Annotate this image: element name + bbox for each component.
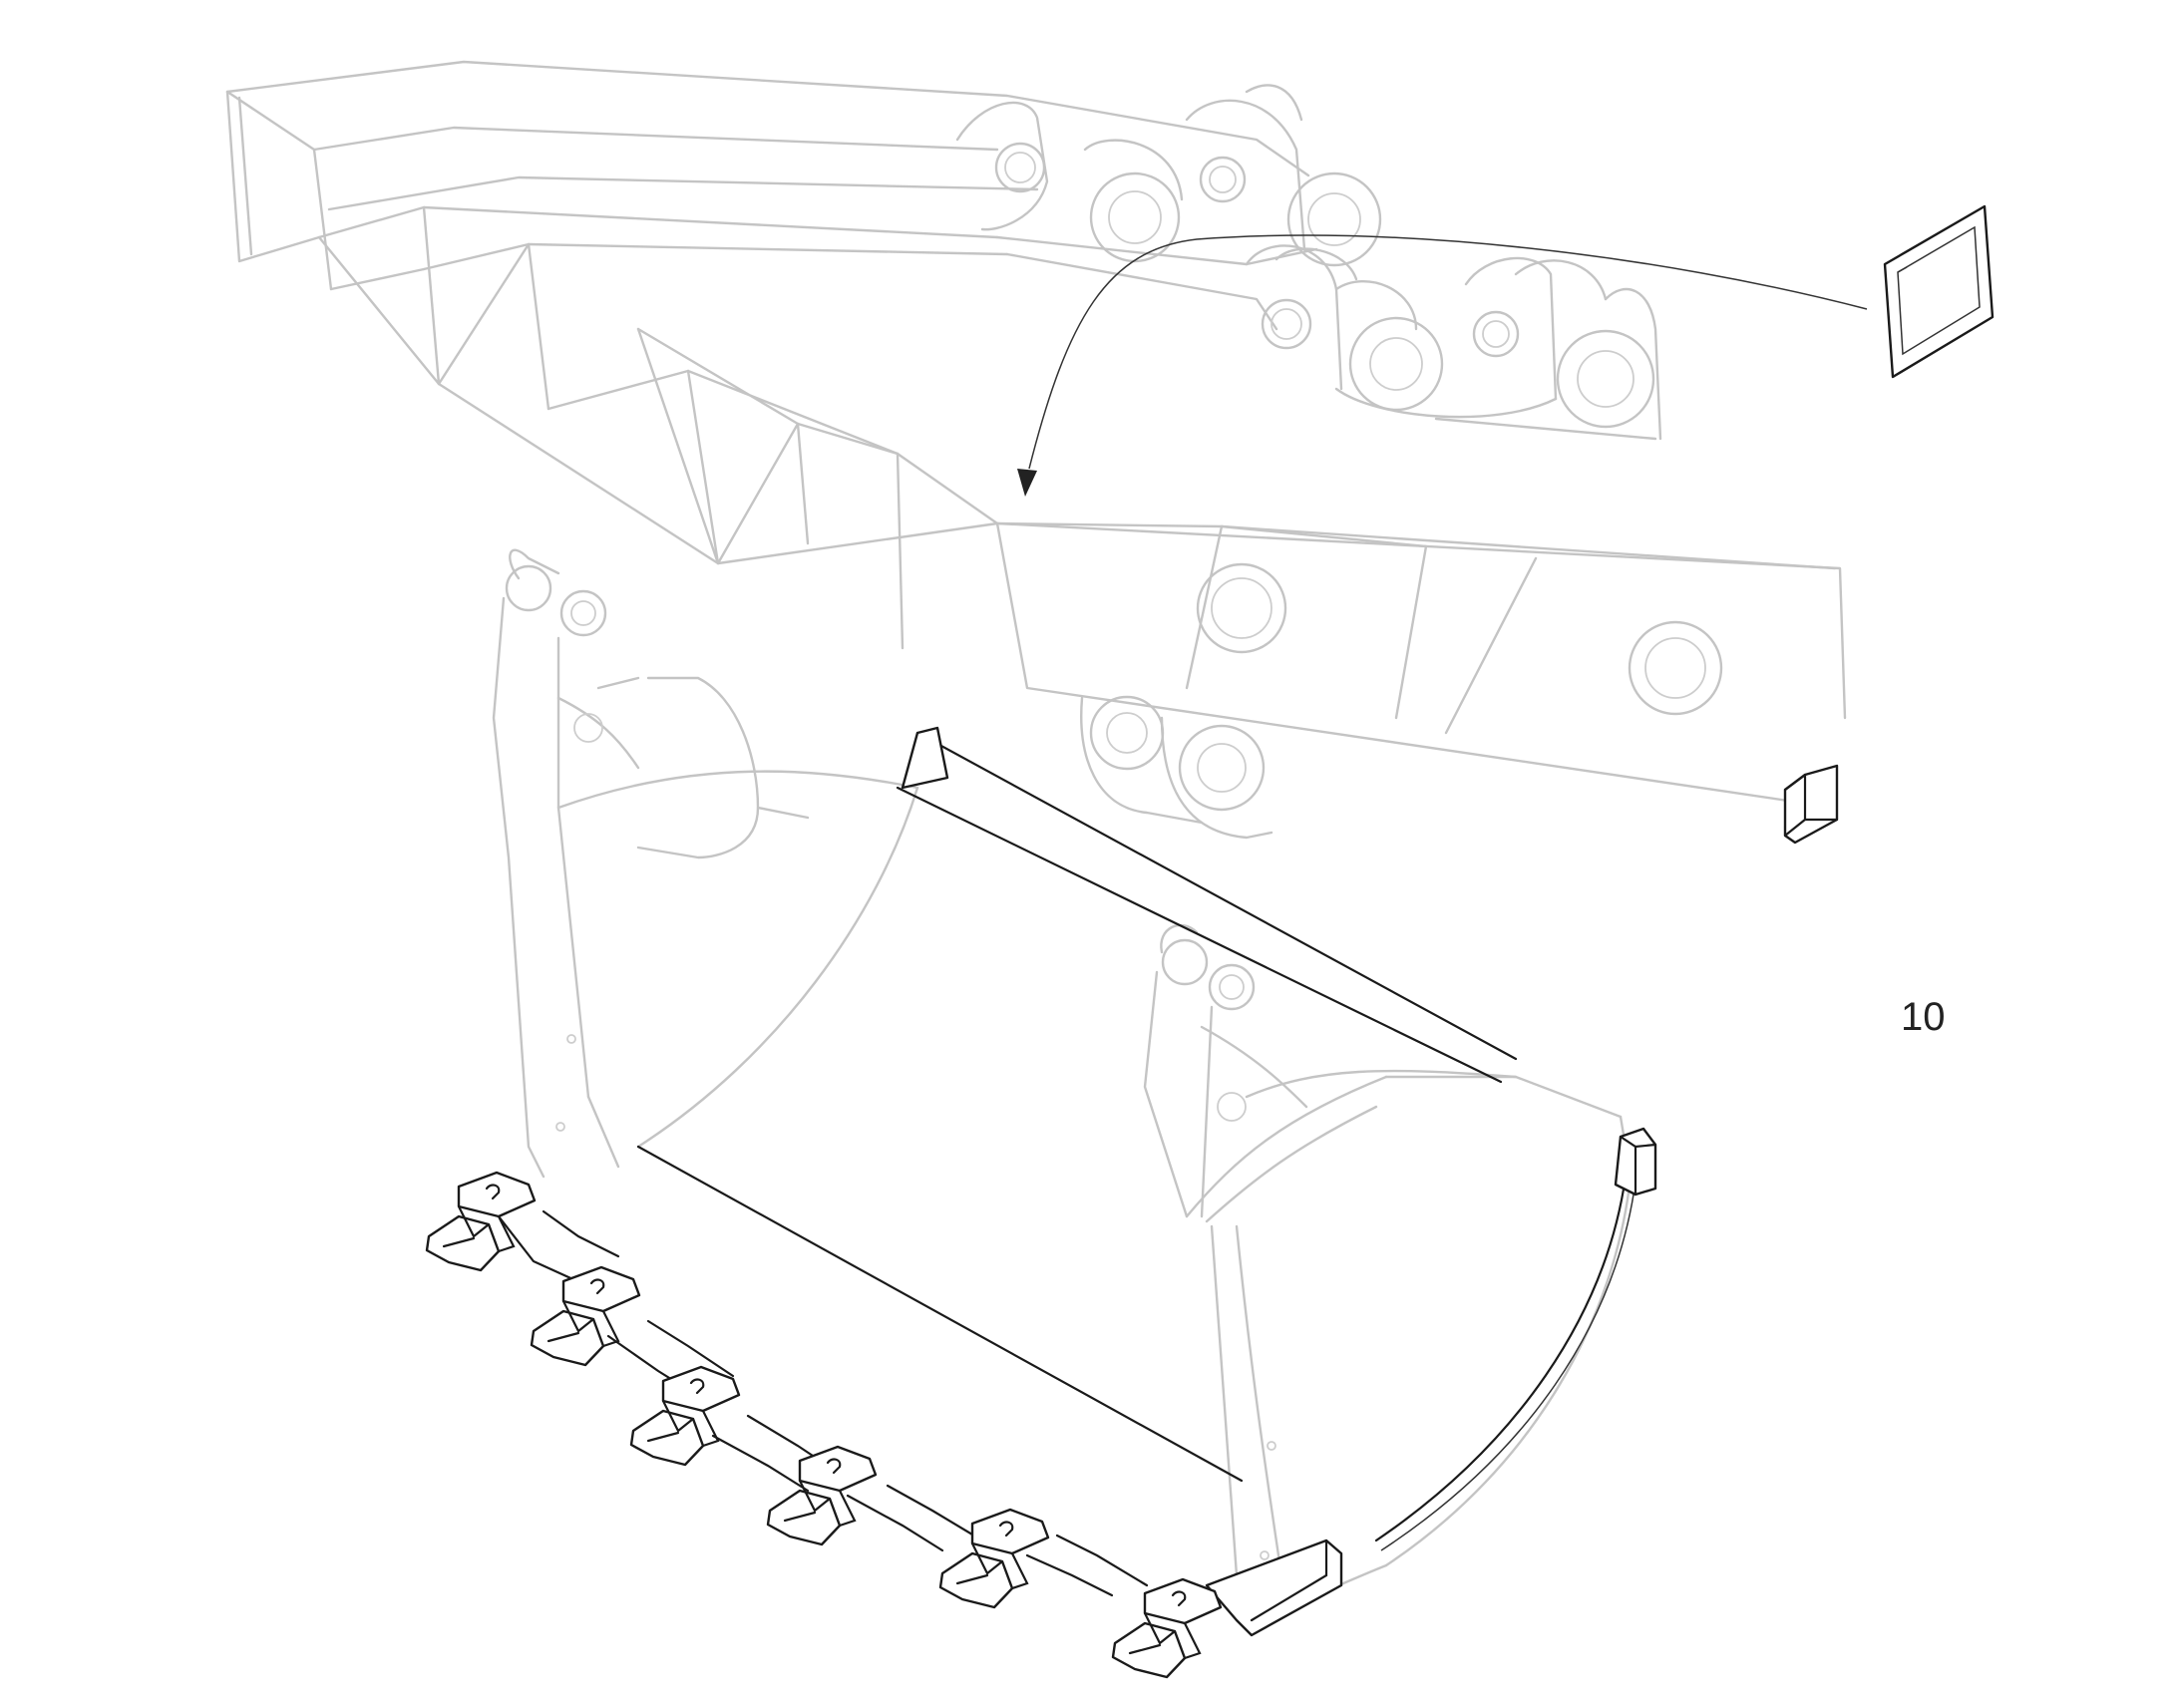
corner-wear-block <box>1205 1538 1343 1637</box>
bucket-tooth-icon <box>766 1445 878 1546</box>
leader-arrow <box>1017 234 1868 497</box>
wear-pad-upper <box>1783 764 1839 845</box>
bucket-tooth-icon <box>425 1171 537 1272</box>
wear-pad-side <box>1614 1127 1657 1196</box>
bucket-tooth-icon <box>530 1265 641 1367</box>
top-wear-strip <box>901 726 949 790</box>
decal-label-icon <box>1883 204 1995 379</box>
loader-arm-frame <box>225 60 1847 840</box>
bucket-tooth-icon <box>938 1508 1050 1609</box>
bucket-teeth <box>425 1171 1223 1679</box>
wear-pad-icon <box>1783 764 1839 845</box>
bucket-tooth-icon <box>1111 1577 1223 1679</box>
cutting-edge <box>636 726 1636 1551</box>
bucket-tooth-icon <box>629 1365 741 1467</box>
callout-number: 10 <box>1901 995 1946 1039</box>
